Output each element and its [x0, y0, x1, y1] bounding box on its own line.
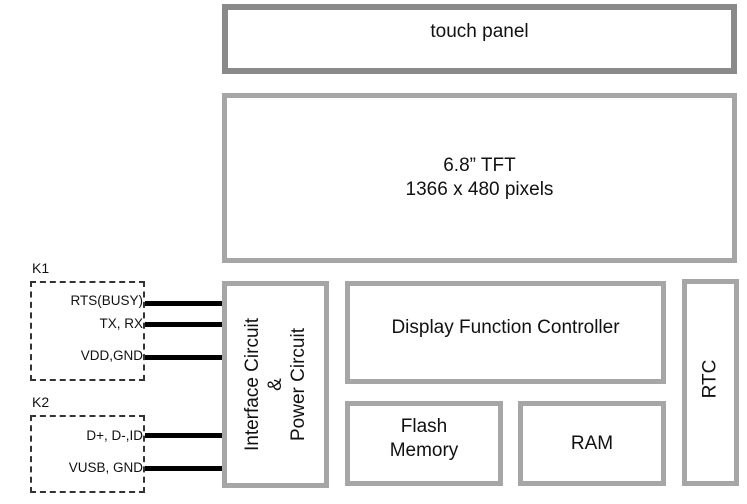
k1-pin-txrx: TX, RX: [99, 316, 143, 331]
touch-panel-label: touch panel: [430, 21, 529, 42]
k1-pin-power: VDD,GND: [80, 348, 143, 363]
display-controller-block: Display Function Controller: [345, 281, 666, 384]
wire-rts: [145, 301, 223, 306]
wire-txrx: [145, 322, 223, 327]
wire-vdd: [145, 355, 223, 360]
tft-display-block: 6.8” TFT 1366 x 480 pixels: [222, 93, 737, 263]
rtc-label: RTC: [699, 359, 721, 398]
wire-vusb: [145, 466, 223, 471]
rtc-block: RTC: [682, 279, 739, 486]
k1-pin-rts: RTS(BUSY): [70, 293, 143, 308]
tft-size-label: 6.8” TFT: [443, 155, 516, 176]
ram-block: RAM: [518, 401, 666, 486]
power-circuit-label: Power Circuit: [288, 328, 310, 441]
k2-connector: D+, D-,ID VUSB, GND: [30, 415, 145, 493]
interface-power-block: Interface Circuit & Power Circuit: [222, 281, 329, 488]
memory-label: Memory: [389, 439, 459, 461]
display-controller-label: Display Function Controller: [391, 316, 620, 338]
ram-label: RAM: [570, 432, 614, 454]
k2-label: K2: [32, 394, 50, 410]
k1-connector: RTS(BUSY) TX, RX VDD,GND: [30, 281, 145, 381]
k2-pin-power: VUSB, GND: [68, 460, 143, 475]
interface-circuit-label: Interface Circuit: [242, 317, 264, 452]
tft-resolution-label: 1366 x 480 pixels: [405, 179, 554, 200]
ampersand-label: &: [265, 378, 287, 391]
flash-memory-block: Flash Memory: [345, 401, 503, 486]
wire-data: [145, 433, 223, 438]
k2-pin-data: D+, D-,ID: [86, 428, 143, 443]
k1-label: K1: [32, 260, 50, 276]
flash-label: Flash: [400, 415, 448, 437]
touch-panel-block: touch panel: [222, 4, 737, 74]
